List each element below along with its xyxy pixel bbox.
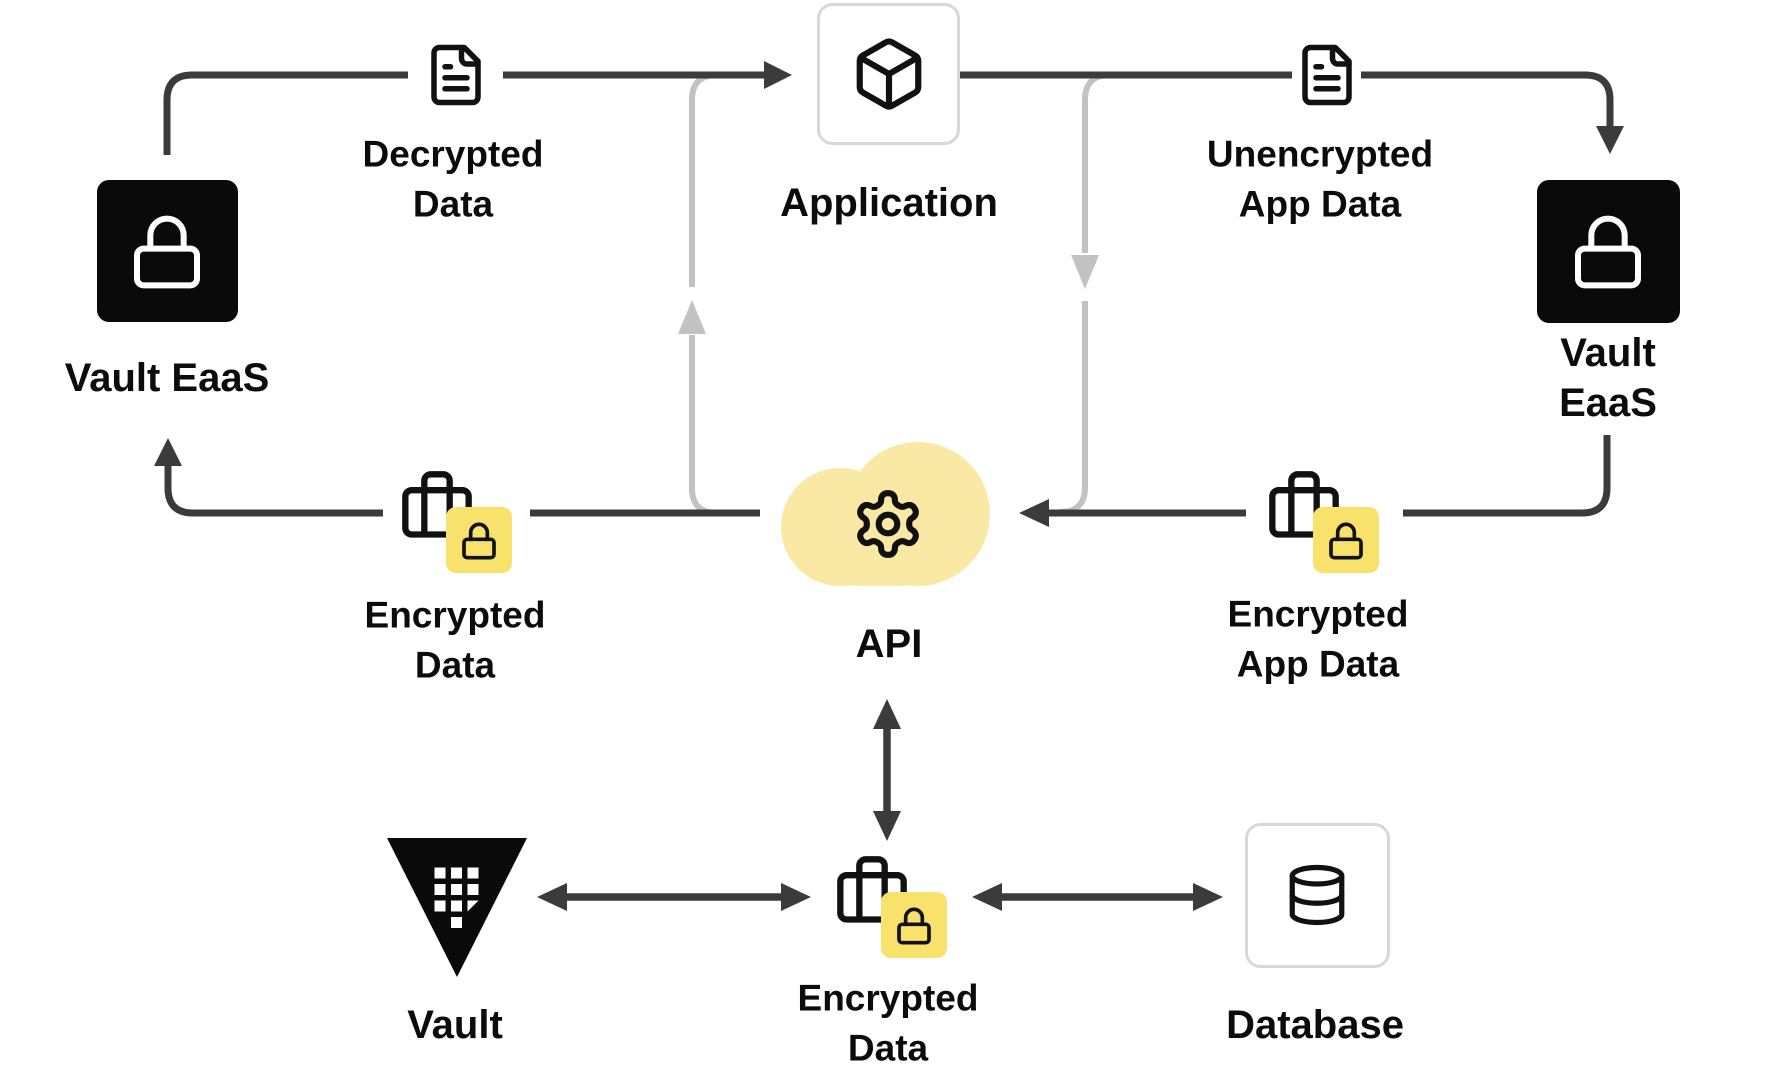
label-decrypted-data: Decrypted Data (362, 133, 544, 225)
arrowhead-into-application (764, 61, 792, 89)
arrowhead-into-vault-eaas-right (1596, 126, 1624, 154)
label-api: API (855, 622, 923, 666)
vault-eaas-right-lock-icon (1574, 215, 1641, 289)
edge-encrypted-data-flow (164, 466, 760, 517)
label-unencrypted-app-data: Unencrypted App Data (1206, 133, 1434, 225)
edge-encrypted-data-database (972, 883, 1223, 911)
arrowhead-into-api (1019, 499, 1049, 527)
label-application: Application (780, 181, 998, 225)
database-icon (1289, 864, 1345, 926)
label-vault: Vault (407, 1003, 503, 1047)
vault-logo-icon (387, 838, 527, 977)
encrypted-app-data-lock-icon (1329, 522, 1363, 560)
edge-unencrypted-app-data-flow (960, 71, 1614, 126)
label-vault-eaas-right: Vault EaaS (1559, 331, 1657, 425)
encrypted-data-store-lock-icon (897, 907, 931, 945)
api-gear-icon (857, 490, 919, 558)
edge-api-encrypted-data (873, 699, 901, 841)
node-database (1245, 823, 1390, 968)
gray-up-arrowhead (678, 300, 706, 334)
label-encrypted-app-data: Encrypted App Data (1227, 593, 1409, 685)
label-encrypted-data: Encrypted Data (364, 594, 546, 686)
label-vault-eaas-left: Vault EaaS (64, 356, 270, 400)
application-cube-icon (856, 38, 922, 110)
label-encrypted-data-store: Encrypted Data (797, 977, 979, 1069)
gray-flow-api-to-application (689, 72, 718, 516)
edge-decrypted-data-flow (163, 71, 764, 155)
encrypted-data-lock-icon (462, 522, 496, 560)
unencrypted-app-data-document-icon (1302, 44, 1352, 106)
label-database: Database (1226, 1003, 1404, 1047)
edge-vault-encrypted-data (537, 883, 811, 911)
gray-down-arrowhead (1071, 255, 1099, 289)
edge-encrypted-app-data-flow (1049, 435, 1611, 517)
arrowhead-into-vault-eaas-left (154, 438, 182, 466)
gray-flow-application-to-api (1059, 72, 1111, 515)
decrypted-data-document-icon (431, 44, 481, 106)
vault-eaas-left-lock-icon (133, 215, 200, 289)
